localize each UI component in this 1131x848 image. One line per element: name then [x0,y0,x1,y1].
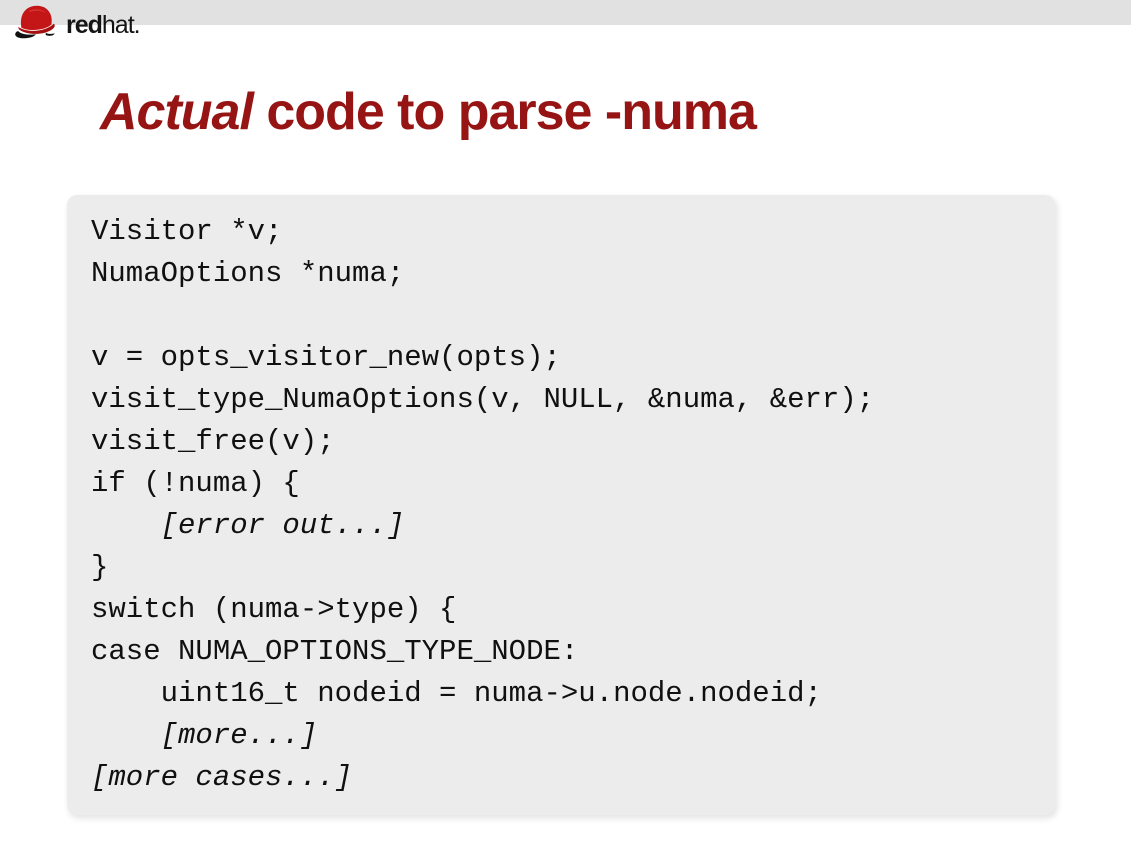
code-line: Visitor *v; [91,215,283,248]
slide-title-italic-part: Actual [100,83,254,141]
code-line: [more cases...] [91,761,353,794]
code-line: v = opts_visitor_new(opts); [91,341,561,374]
code-line: if (!numa) { [91,467,300,500]
redhat-logo-text: redhat. [66,11,141,42]
code-line: [more...] [91,719,318,752]
redhat-fedora-icon [10,2,62,42]
top-bar [0,0,1131,25]
code-line: uint16_t nodeid = numa->u.node.nodeid; [91,677,822,710]
code-line: } [91,551,109,584]
code-line: visit_free(v); [91,425,335,458]
code-line: case NUMA_OPTIONS_TYPE_NODE: [91,635,579,668]
code-line [91,295,1035,337]
code-line: visit_type_NumaOptions(v, NULL, &numa, &… [91,383,875,416]
redhat-logo: redhat. [10,2,141,42]
code-block: Visitor *v; NumaOptions *numa; v = opts_v… [67,195,1055,815]
code-line: switch (numa->type) { [91,593,457,626]
code-line: [error out...] [91,509,405,542]
slide-title: Actual code to parse -numa [100,82,757,142]
slide-title-rest: code to parse -numa [252,83,757,141]
code-line: NumaOptions *numa; [91,257,405,290]
logo-word-hat: hat. [101,11,141,39]
logo-word-red: red [66,11,103,39]
